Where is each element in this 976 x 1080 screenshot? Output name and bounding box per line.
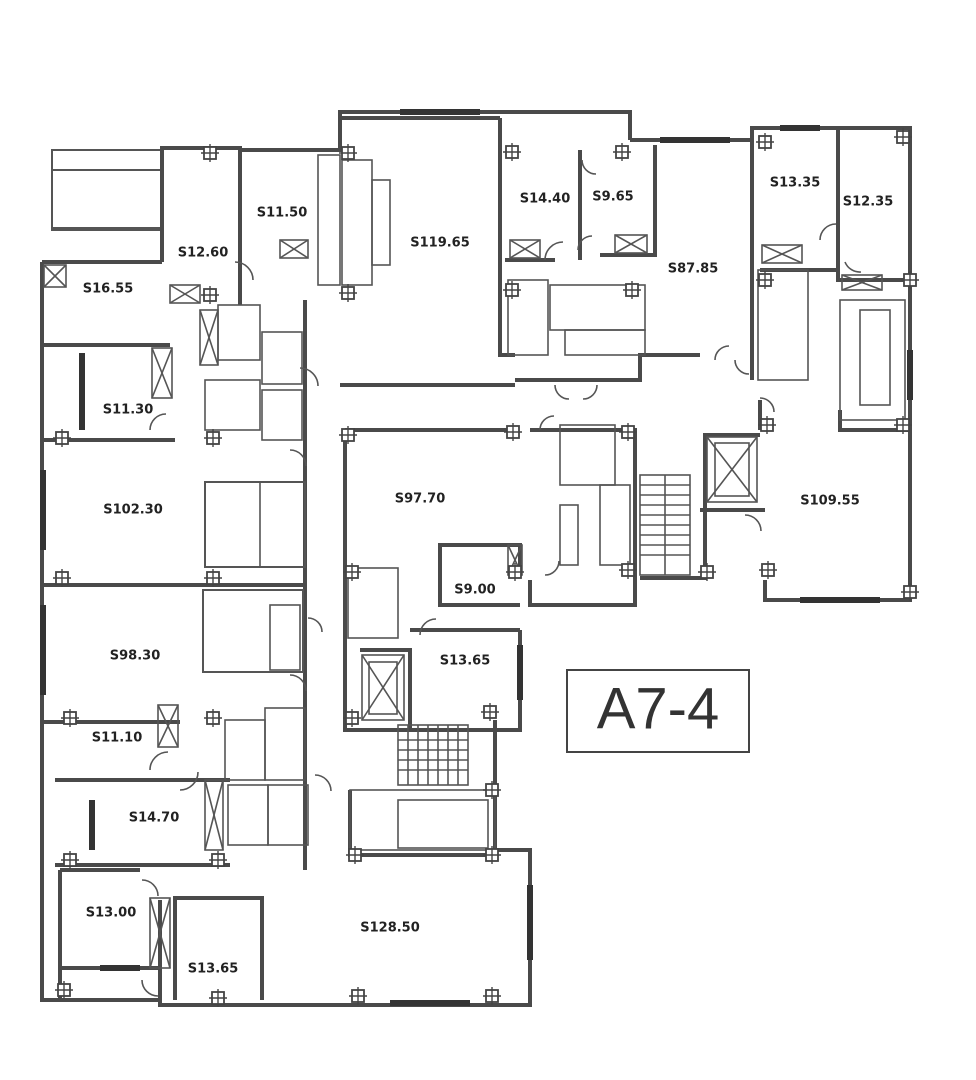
room-label: S102.30	[103, 503, 163, 518]
column-marker	[503, 143, 521, 161]
column-marker	[204, 709, 222, 727]
column-marker	[53, 569, 71, 587]
column-marker	[201, 144, 219, 162]
room-label: S9.65	[592, 190, 633, 205]
room-label: S11.50	[257, 206, 307, 221]
column-marker	[619, 423, 637, 441]
exterior-walls	[40, 110, 912, 1007]
stairs-right	[639, 474, 691, 576]
column-marker	[483, 781, 501, 799]
room-label: S13.65	[188, 962, 238, 977]
column-marker	[504, 423, 522, 441]
room-label: S97.70	[395, 492, 445, 507]
room-label: S13.65	[440, 654, 490, 669]
column-marker	[613, 143, 631, 161]
column-marker	[759, 561, 777, 579]
room-label: S119.65	[410, 236, 470, 251]
stairs-center	[397, 724, 469, 786]
column-marker	[894, 416, 912, 434]
column-marker	[901, 583, 919, 601]
column-marker	[503, 281, 521, 299]
column-marker	[623, 281, 641, 299]
windows	[40, 109, 913, 1006]
plan-title: A7-4	[597, 676, 720, 741]
room-label: S14.70	[129, 811, 179, 826]
column-marker	[343, 563, 361, 581]
column-marker	[346, 846, 364, 864]
fixtures	[43, 154, 906, 969]
plan-title-block: A7-4	[566, 669, 750, 753]
column-marker	[201, 286, 219, 304]
column-marker	[349, 987, 367, 1005]
room-label: S14.40	[520, 192, 570, 207]
room-label: S128.50	[360, 921, 420, 936]
column-marker	[61, 851, 79, 869]
column-marker	[339, 284, 357, 302]
column-marker	[339, 426, 357, 444]
room-label: S13.35	[770, 176, 820, 191]
structural-columns	[53, 128, 919, 1007]
column-marker	[901, 271, 919, 289]
room-label: S12.60	[178, 246, 228, 261]
column-marker	[756, 271, 774, 289]
column-marker	[209, 989, 227, 1007]
room-label: S12.35	[843, 195, 893, 210]
column-marker	[55, 981, 73, 999]
column-marker	[209, 851, 227, 869]
column-marker	[204, 429, 222, 447]
column-marker	[53, 429, 71, 447]
column-marker	[339, 144, 357, 162]
room-label: S11.30	[103, 403, 153, 418]
column-marker	[483, 846, 501, 864]
column-marker	[894, 128, 912, 146]
room-label: S87.85	[668, 262, 718, 277]
column-marker	[506, 563, 524, 581]
column-marker	[483, 987, 501, 1005]
column-marker	[756, 133, 774, 151]
room-label: S16.55	[83, 282, 133, 297]
column-marker	[481, 703, 499, 721]
room-label: S13.00	[86, 906, 136, 921]
column-marker	[758, 416, 776, 434]
room-label: S11.10	[92, 731, 142, 746]
room-label: S98.30	[110, 649, 160, 664]
column-marker	[343, 709, 361, 727]
column-marker	[204, 569, 222, 587]
room-labels: S11.50 S12.60 S119.65 S14.40 S9.65 S87.8…	[83, 176, 893, 977]
room-label: S9.00	[454, 583, 495, 598]
room-label: S109.55	[800, 494, 860, 509]
column-marker	[61, 709, 79, 727]
column-marker	[619, 561, 637, 579]
doors	[141, 159, 862, 997]
column-marker	[698, 563, 716, 581]
